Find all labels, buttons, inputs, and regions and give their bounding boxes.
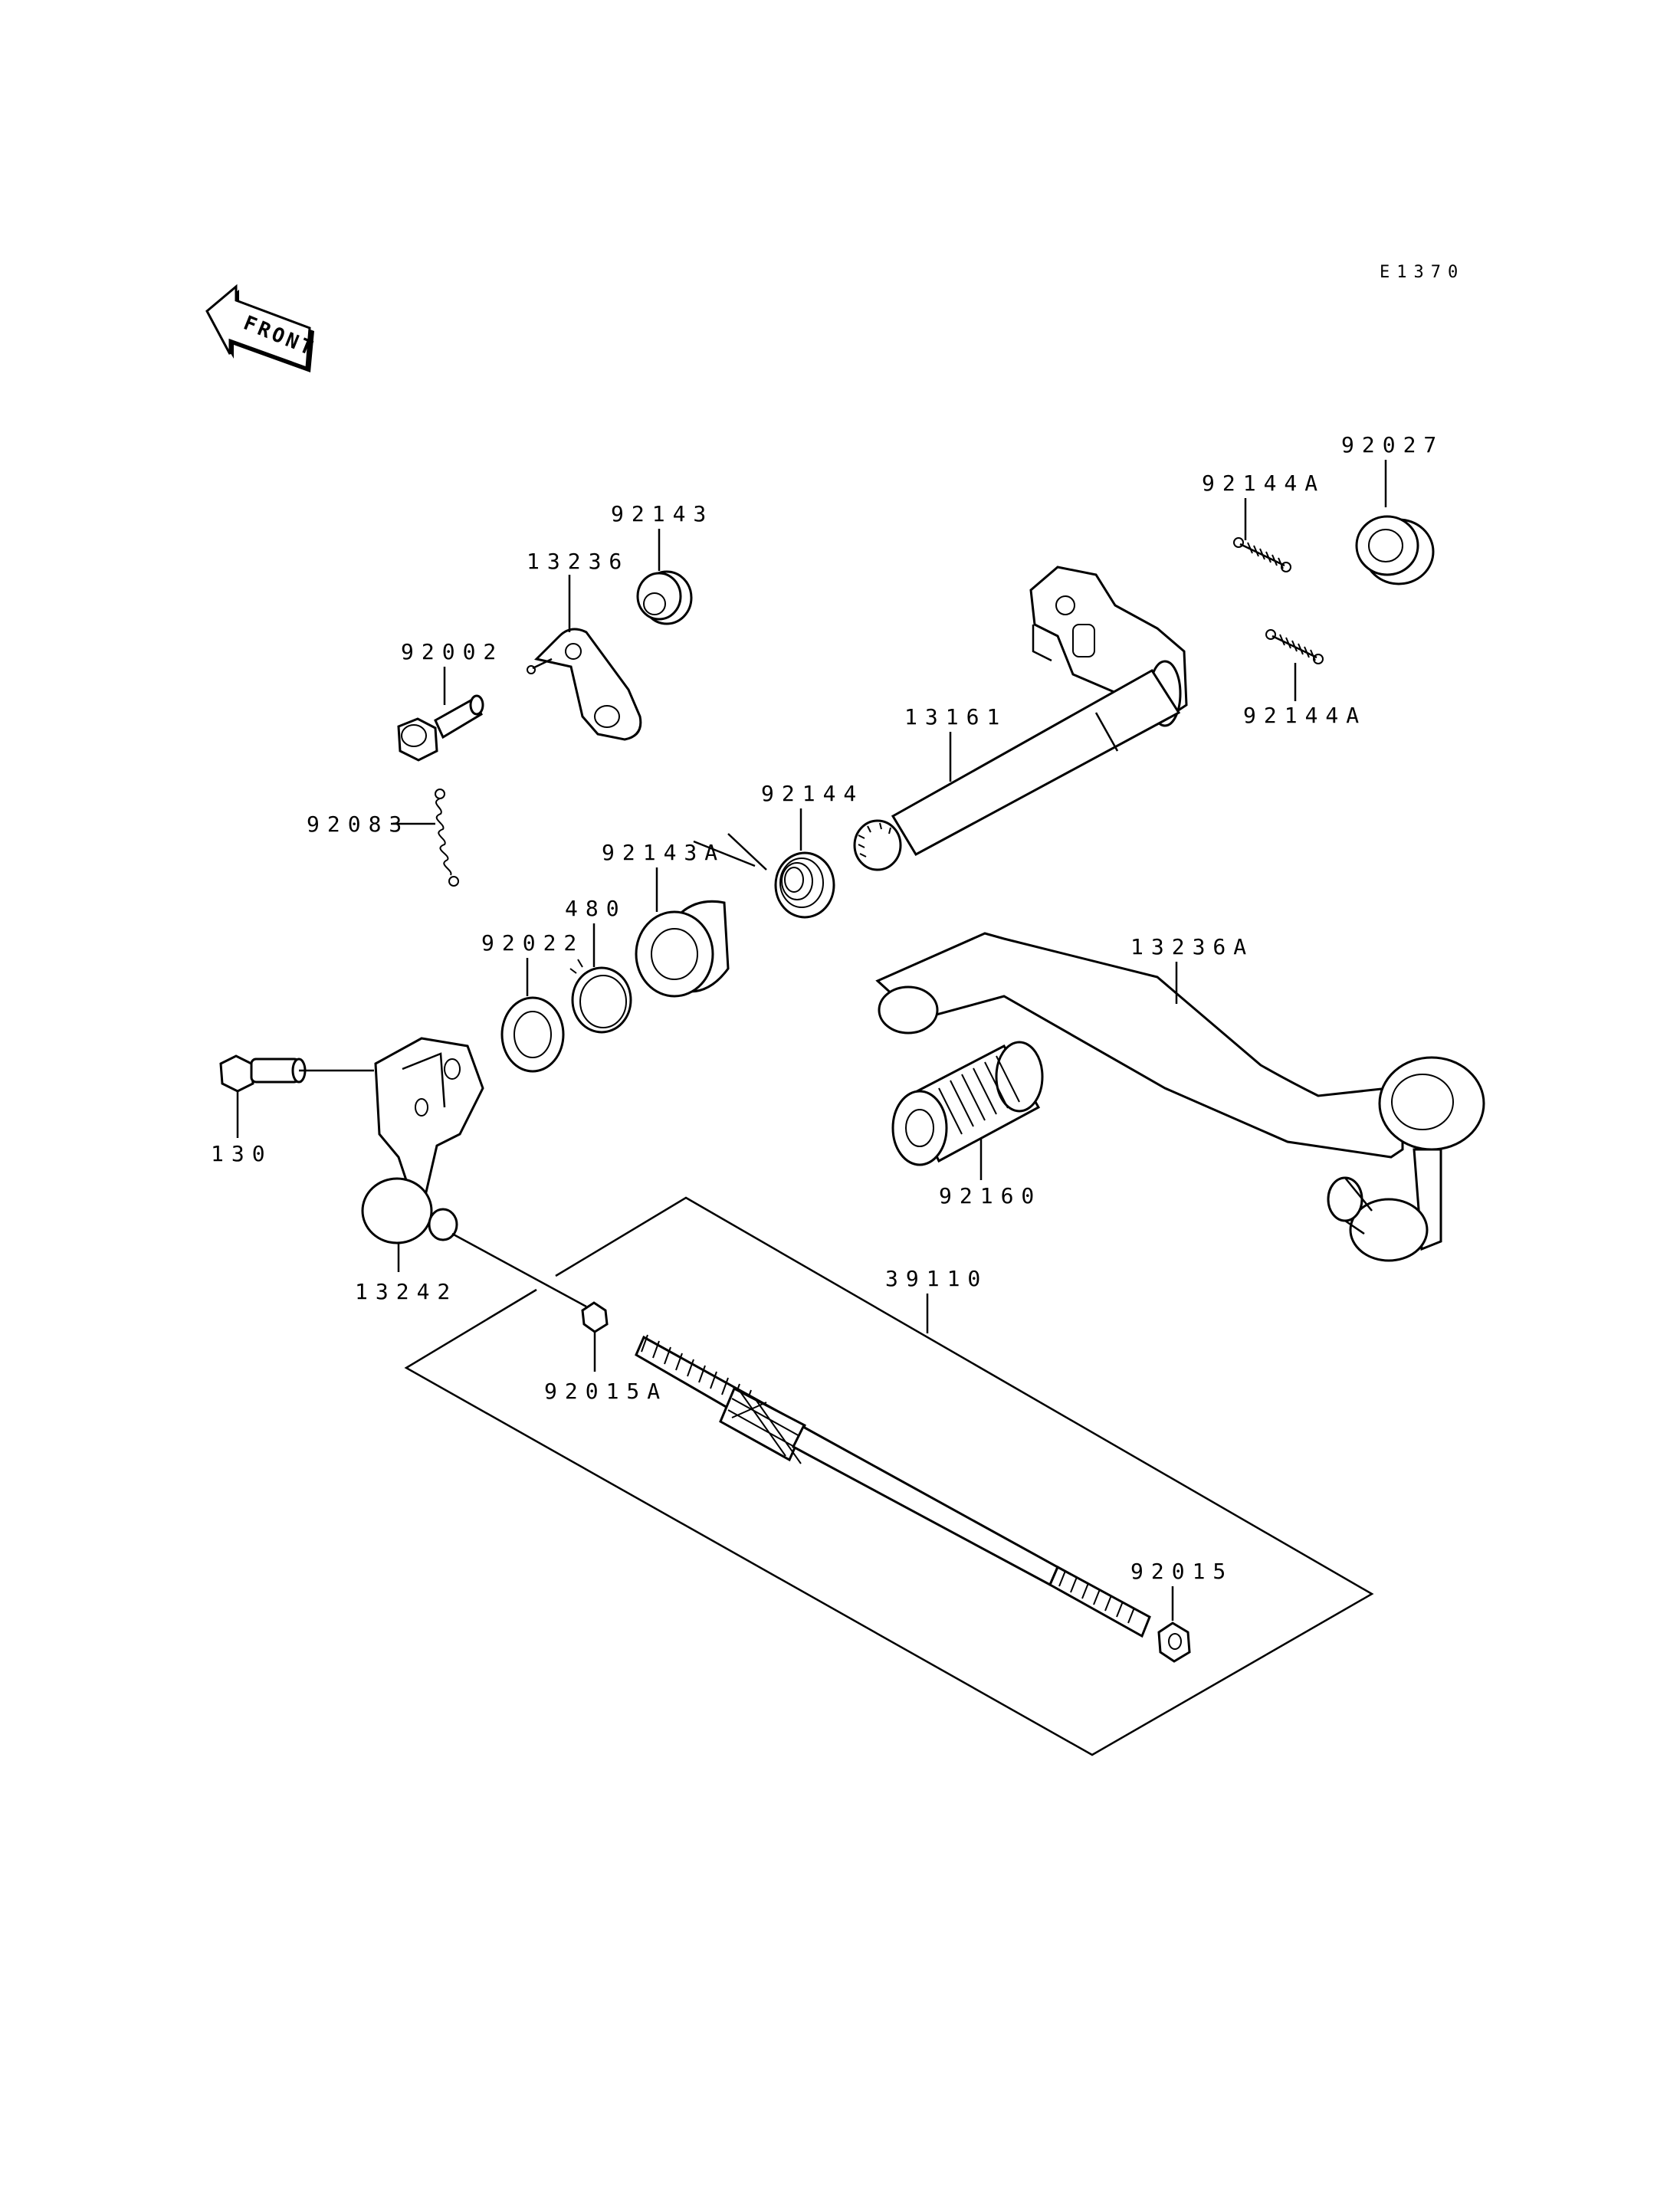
spring-92144a-top xyxy=(1233,537,1291,572)
collar-92143 xyxy=(636,570,693,625)
label-92143: 92143 xyxy=(611,501,714,526)
spring-92144a-bottom xyxy=(1265,629,1324,664)
label-92143a: 92143A xyxy=(602,840,725,865)
shift-shaft-13161 xyxy=(853,566,1188,871)
label-92015: 92015 xyxy=(1130,1559,1233,1584)
collar-92143a xyxy=(635,900,730,998)
label-92015a: 92015A xyxy=(544,1379,668,1404)
label-13236a: 13236A xyxy=(1130,934,1254,959)
label-92022: 92022 xyxy=(481,930,584,956)
label-92144a-top: 92144A xyxy=(1202,471,1325,496)
bolt-130 xyxy=(219,1054,307,1093)
label-92144a-bottom: 92144A xyxy=(1243,703,1367,728)
tie-rod-39110 xyxy=(404,1196,1374,1756)
diagram-code: E1370 xyxy=(1380,263,1465,282)
shift-pedal-13236a xyxy=(875,932,1485,1262)
torsion-spring-92144 xyxy=(693,833,835,919)
label-92160: 92160 xyxy=(939,1183,1042,1208)
bolt-92002 xyxy=(397,694,484,762)
oil-seal-92027 xyxy=(1355,515,1435,585)
label-92083: 92083 xyxy=(307,812,409,837)
label-92002: 92002 xyxy=(401,639,504,664)
spring-92083 xyxy=(435,789,459,887)
circlip-480 xyxy=(569,959,632,1034)
label-13161: 13161 xyxy=(904,704,1007,730)
shift-lever-13242 xyxy=(361,1037,484,1244)
label-480: 480 xyxy=(565,896,627,921)
lever-13236 xyxy=(527,628,642,741)
leader-13242-to-nut xyxy=(451,1232,587,1308)
label-13242: 13242 xyxy=(355,1279,458,1304)
label-92144: 92144 xyxy=(761,781,864,806)
pedal-rubber-92160 xyxy=(891,1041,1044,1166)
washer-92022 xyxy=(500,996,565,1073)
label-130: 130 xyxy=(211,1141,273,1166)
label-13236: 13236 xyxy=(527,549,629,574)
label-92027: 92027 xyxy=(1341,432,1444,457)
front-arrow-icon: FRONT xyxy=(205,284,319,372)
label-39110: 39110 xyxy=(885,1266,988,1291)
